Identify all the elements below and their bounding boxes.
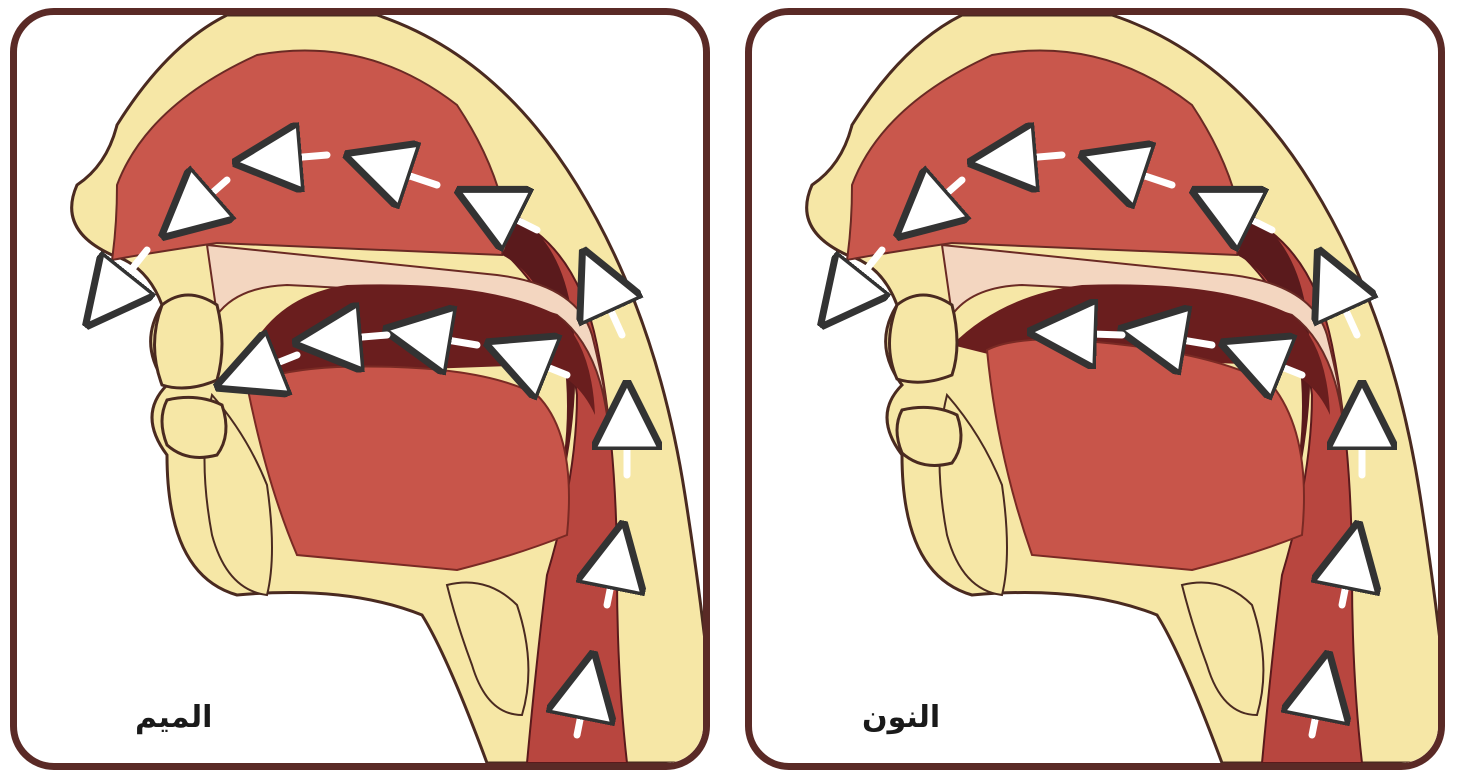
airflow-arrow: [1002, 155, 1062, 160]
panel-meem: الميم: [10, 8, 710, 770]
meem-vocal-tract-diagram: [17, 15, 703, 763]
tongue: [247, 367, 569, 570]
airflow-arrow: [267, 155, 327, 160]
label-meem: الميم: [135, 700, 212, 735]
lower-lip: [162, 397, 226, 457]
upper-lip: [155, 295, 223, 388]
panel-noon: النون: [745, 8, 1445, 770]
lower-lip: [897, 407, 961, 465]
label-noon: النون: [862, 700, 940, 735]
noon-vocal-tract-diagram: [752, 15, 1438, 763]
airflow-arrow: [327, 335, 387, 340]
upper-lip: [890, 295, 958, 382]
airflow-arrow: [1062, 333, 1122, 335]
